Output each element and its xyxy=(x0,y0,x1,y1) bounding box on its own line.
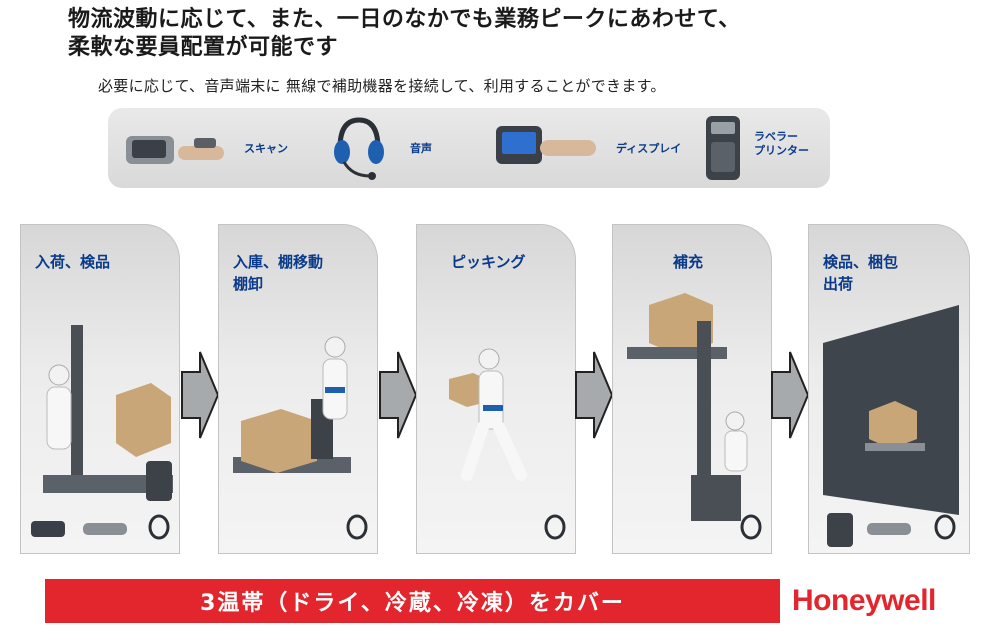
stage-illustration-picking xyxy=(449,348,566,540)
stage-label-shipping: 検品、梱包 出荷 xyxy=(823,253,899,293)
wrist-display-icon xyxy=(31,521,65,537)
worker-body xyxy=(478,370,504,430)
stage-illustration-storage xyxy=(233,336,368,540)
stage-label-picking: ピッキング xyxy=(451,253,526,271)
device-label-printer-line-1: ラベラー xyxy=(754,130,798,143)
device-label-display: ディスプレイ xyxy=(616,142,682,155)
temperature-zones-banner: 3温帯（ドライ、冷蔵、冷凍）をカバー xyxy=(45,579,780,623)
worker-head xyxy=(478,348,500,370)
flow-arrow-2 xyxy=(379,351,418,439)
headline-line-2: 柔軟な要員配置が可能です xyxy=(68,35,339,60)
flow-arrow-1 xyxy=(181,351,220,439)
wrist-scanner-icon xyxy=(126,136,224,164)
subtitle: 必要に応じて、音声端末に 無線で補助機器を接続して、利用することができます。 xyxy=(98,77,666,95)
voice-terminal-belt xyxy=(483,405,503,411)
device-label-voice: 音声 xyxy=(410,142,432,155)
cardboard-box xyxy=(116,383,171,457)
headset-icon xyxy=(740,514,762,540)
headset-icon xyxy=(346,514,368,540)
headline-line-1: 物流波動に応じて、また、一日のなかでも業務ピークにあわせて、 xyxy=(68,7,741,32)
headset-icon xyxy=(334,117,384,180)
stage-label-receiving: 入荷、検品 xyxy=(35,253,111,271)
device-label-scan: スキャン xyxy=(244,142,288,155)
worker-legs xyxy=(461,421,527,481)
flow-arrow-3 xyxy=(575,351,614,439)
stage-illustration-shipping xyxy=(823,305,959,547)
worker-body xyxy=(724,430,748,472)
worker-head xyxy=(48,364,70,386)
wrist-scanner-icon xyxy=(867,523,911,535)
headset-icon xyxy=(544,514,566,540)
stage-panel-storage: 入庫、棚移動 棚卸 xyxy=(218,224,378,554)
forklift-mast xyxy=(71,325,83,475)
forklift-base xyxy=(691,475,741,521)
voice-terminal-belt xyxy=(325,387,345,393)
stage-panel-picking: ピッキング xyxy=(416,224,576,554)
stage-illustration-replenish xyxy=(627,293,762,540)
stage-panel-shipping: 検品、梱包 出荷 xyxy=(808,224,970,554)
device-label-printer: ラベラー プリンター xyxy=(754,130,809,158)
device-strip: スキャン 音声 ディスプレイ ラベラー プリンター xyxy=(108,108,830,188)
stage-panel-replenish: 補充 xyxy=(612,224,772,554)
device-label-printer-line-2: プリンター xyxy=(754,144,809,157)
honeywell-logo: Honeywell xyxy=(792,584,936,617)
label-printer-icon xyxy=(146,461,172,501)
forklift-mast xyxy=(697,321,711,521)
forklift-base xyxy=(43,475,173,493)
headset-icon xyxy=(148,514,170,540)
forks xyxy=(627,347,727,359)
pallet xyxy=(865,443,925,451)
wrist-scanner-icon xyxy=(83,523,127,535)
worker-body xyxy=(46,386,72,450)
worker-head xyxy=(324,336,346,358)
cardboard-box xyxy=(869,401,917,449)
worker-head xyxy=(725,411,745,431)
cardboard-box xyxy=(241,409,317,473)
stage-illustration-receiving xyxy=(31,325,173,540)
stage-label-replenish: 補充 xyxy=(673,253,704,271)
label-printer-icon xyxy=(706,116,740,180)
wrist-display-icon xyxy=(496,126,596,164)
stage-panel-receiving: 入荷、検品 xyxy=(20,224,180,554)
headset-icon xyxy=(934,514,956,540)
stage-label-storage: 入庫、棚移動 棚卸 xyxy=(233,253,324,293)
label-printer-icon xyxy=(827,513,853,547)
flow-arrow-4 xyxy=(771,351,810,439)
page-headline: 物流波動に応じて、また、一日のなかでも業務ピークにあわせて、 柔軟な要員配置が可… xyxy=(68,6,741,62)
